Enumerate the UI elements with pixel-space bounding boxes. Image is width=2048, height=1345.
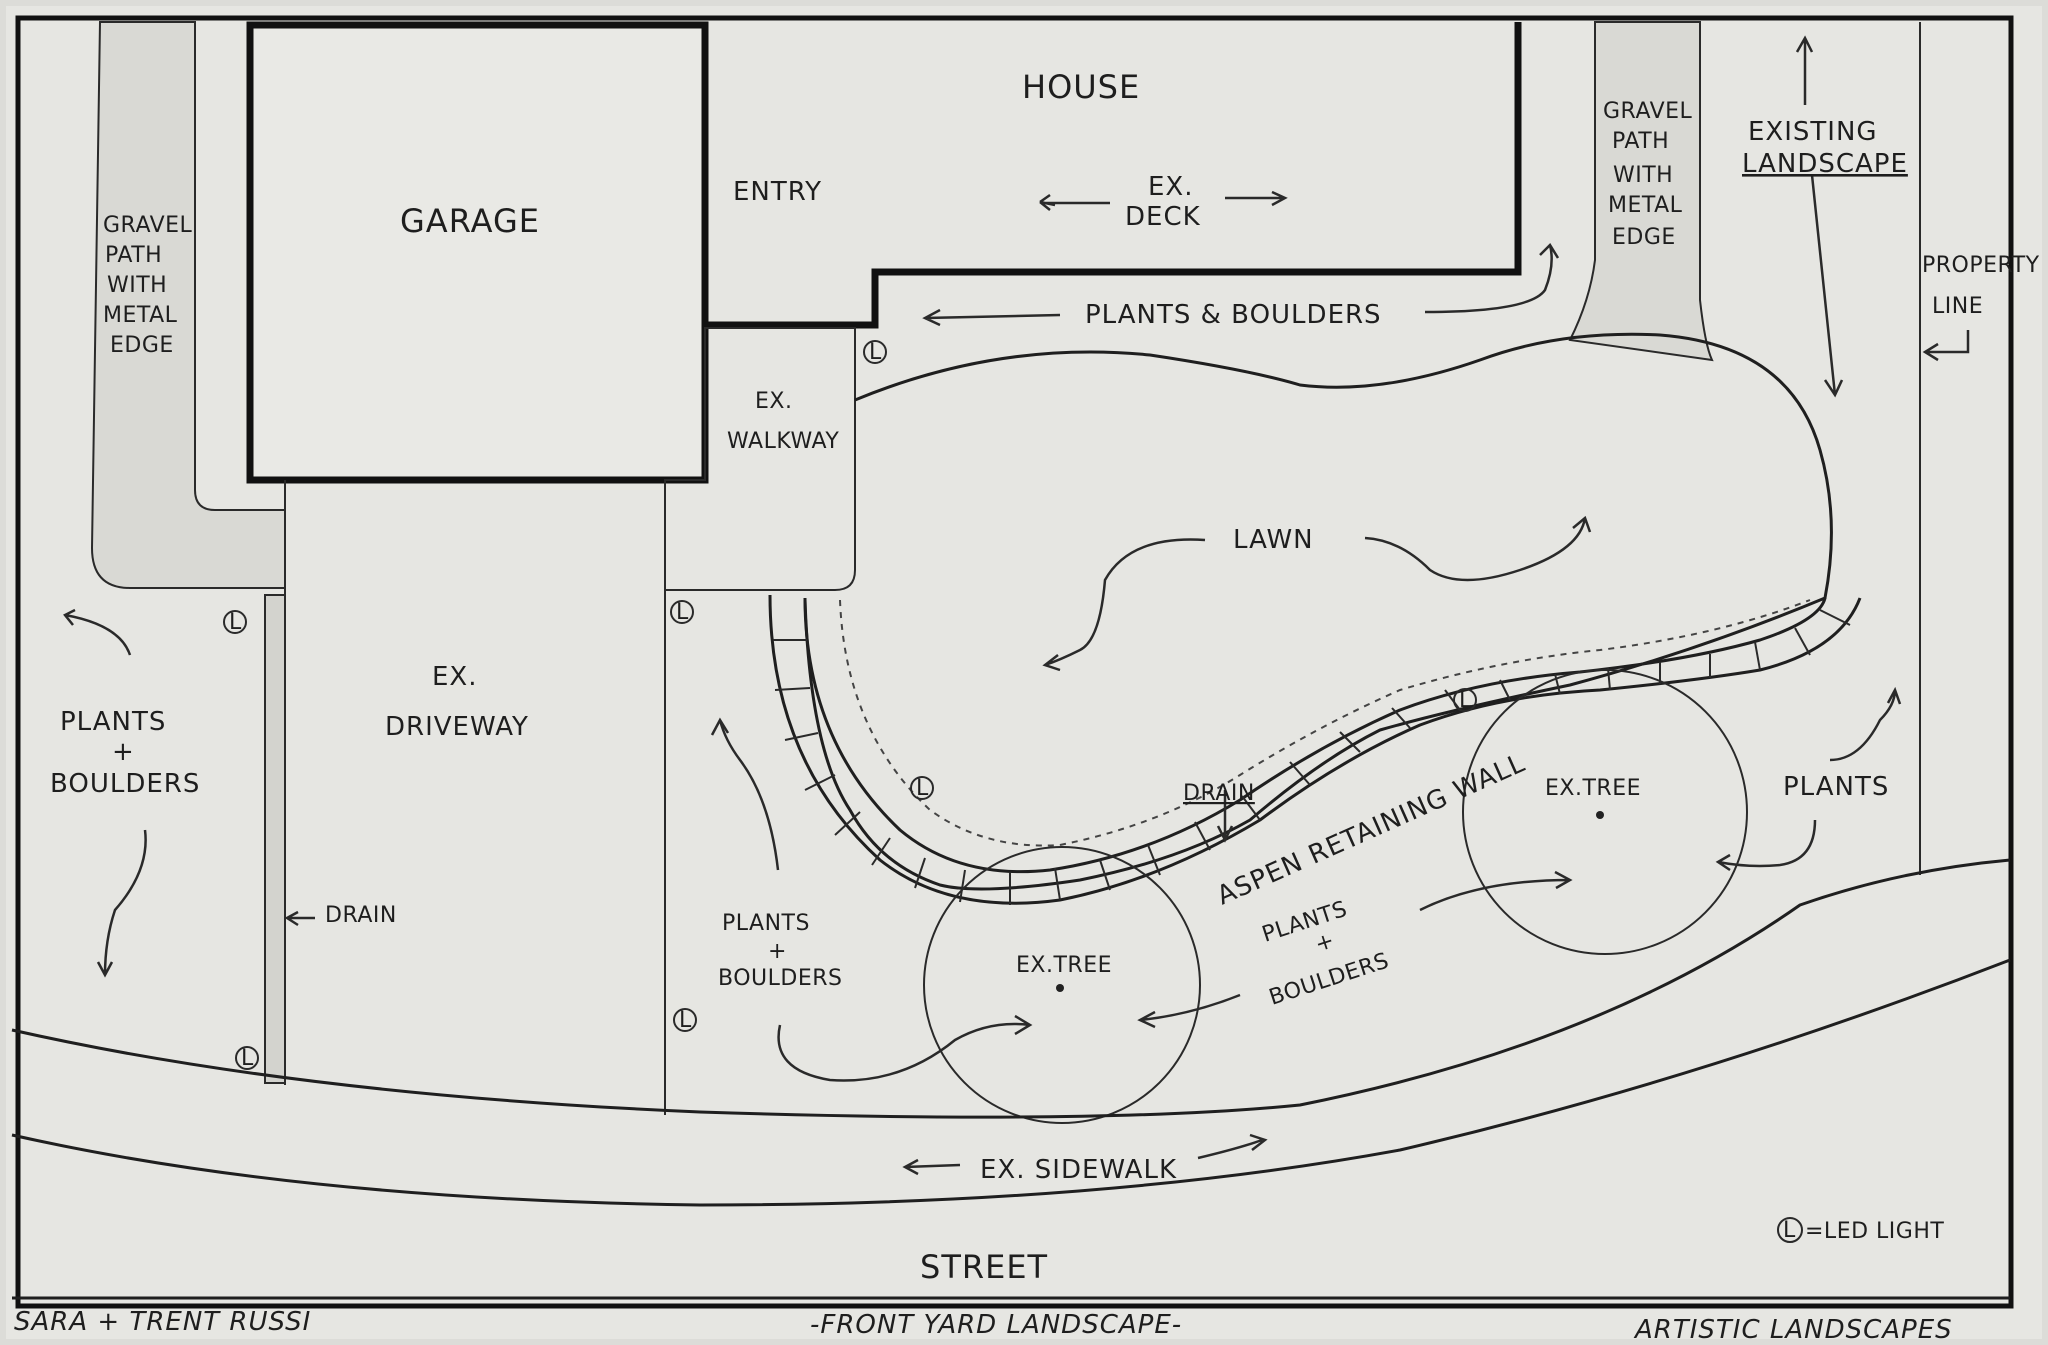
svg-text:BOULDERS: BOULDERS	[718, 966, 842, 991]
led-light-icon: L	[235, 1046, 259, 1071]
ex-sidewalk-label: EX. SIDEWALK	[980, 1155, 1177, 1185]
arrow-icon	[63, 35, 1970, 1176]
retaining-wall	[768, 594, 1862, 905]
svg-text:GRAVEL: GRAVEL	[103, 213, 193, 238]
svg-text:GRAVEL: GRAVEL	[1603, 99, 1693, 124]
legend-text: =LED LIGHT	[1805, 1219, 1944, 1244]
svg-text:L: L	[679, 1008, 692, 1033]
garage-label: GARAGE	[400, 202, 540, 240]
led-light-icon: L	[670, 600, 694, 625]
plants-boulders-mid-label: PLANTS + BOULDERS	[718, 911, 842, 991]
svg-text:PATH: PATH	[105, 243, 162, 268]
led-light-icon: L	[673, 1008, 697, 1033]
legend: L =LED LIGHT	[1777, 1217, 1944, 1244]
svg-text:WITH: WITH	[1613, 163, 1673, 188]
sidewalk-bottom-edge	[11, 958, 2011, 1207]
plants-right-label: PLANTS	[1783, 772, 1889, 802]
property-line-label-2: LINE	[1932, 294, 1983, 319]
house-label: HOUSE	[1022, 68, 1140, 106]
ex-driveway-label-1: EX.	[432, 662, 478, 692]
sidewalk-top-edge	[11, 858, 2011, 1119]
svg-text:WITH: WITH	[107, 273, 167, 298]
ex-deck-label-1: EX.	[1148, 172, 1194, 202]
led-light-icon: L	[910, 776, 934, 801]
svg-text:L: L	[241, 1046, 254, 1071]
svg-text:L: L	[869, 340, 882, 365]
svg-text:L: L	[229, 610, 242, 635]
gravel-path-left-label: GRAVEL PATH WITH METAL EDGE	[103, 213, 193, 358]
svg-text:PATH: PATH	[1612, 129, 1669, 154]
existing-landscape-label-2: LANDSCAPE	[1742, 149, 1908, 179]
lawn-boundary	[803, 332, 1833, 891]
svg-text:PLANTS: PLANTS	[722, 911, 810, 936]
tree-trunk-left	[1056, 984, 1064, 992]
company-name: ARTISTIC LANDSCAPES	[1633, 1315, 1953, 1345]
drain-strip-left	[264, 594, 286, 1084]
entry-label: ENTRY	[733, 177, 822, 207]
drain-left-label: DRAIN	[325, 903, 397, 928]
plan-border	[15, 15, 2014, 1309]
street-label: STREET	[920, 1248, 1048, 1286]
svg-text:METAL: METAL	[1608, 193, 1683, 218]
svg-text:PLANTS: PLANTS	[60, 707, 166, 737]
drain-wall-label: DRAIN	[1183, 781, 1255, 806]
ex-tree-left-label: EX.TREE	[1016, 953, 1112, 978]
led-light-icon: L	[863, 340, 887, 365]
plan-title: -FRONT YARD LANDSCAPE-	[810, 1310, 1182, 1340]
lawn-label: LAWN	[1233, 525, 1314, 555]
svg-text:L: L	[1783, 1218, 1796, 1243]
plants-boulders-top-label: PLANTS & BOULDERS	[1085, 300, 1382, 330]
tree-canopy-icon	[1462, 669, 1748, 955]
led-light-icon	[1777, 1217, 1803, 1243]
tree-canopy-icon	[923, 846, 1201, 1124]
ex-walkway-label-2: WALKWAY	[727, 429, 839, 454]
client-name: SARA + TRENT RUSSI	[14, 1307, 311, 1337]
svg-text:L: L	[1459, 688, 1472, 713]
ex-tree-right-label: EX.TREE	[1545, 776, 1641, 801]
svg-text:BOULDERS: BOULDERS	[50, 769, 200, 799]
ex-walkway-label-1: EX.	[755, 389, 792, 414]
ex-deck-label-2: DECK	[1125, 202, 1201, 232]
property-line-label-1: PROPERTY	[1922, 253, 2040, 278]
svg-text:L: L	[916, 776, 929, 801]
svg-text:EDGE: EDGE	[1612, 225, 1676, 250]
plants-boulders-left-label: PLANTS + BOULDERS	[50, 707, 200, 799]
gravel-path-right-label: GRAVEL PATH WITH METAL EDGE	[1603, 99, 1693, 250]
led-light-icon: L	[1453, 688, 1477, 713]
existing-landscape-label-1: EXISTING	[1748, 117, 1878, 147]
svg-text:+: +	[768, 939, 787, 964]
svg-text:METAL: METAL	[103, 303, 178, 328]
garage	[246, 21, 709, 484]
led-light-icon: L	[223, 610, 247, 635]
gravel-path-right	[1568, 21, 1714, 362]
svg-text:EDGE: EDGE	[110, 333, 174, 358]
svg-text:+: +	[112, 737, 135, 767]
svg-text:L: L	[676, 600, 689, 625]
ex-driveway-label-2: DRIVEWAY	[385, 712, 529, 742]
tree-trunk-right	[1596, 811, 1604, 819]
